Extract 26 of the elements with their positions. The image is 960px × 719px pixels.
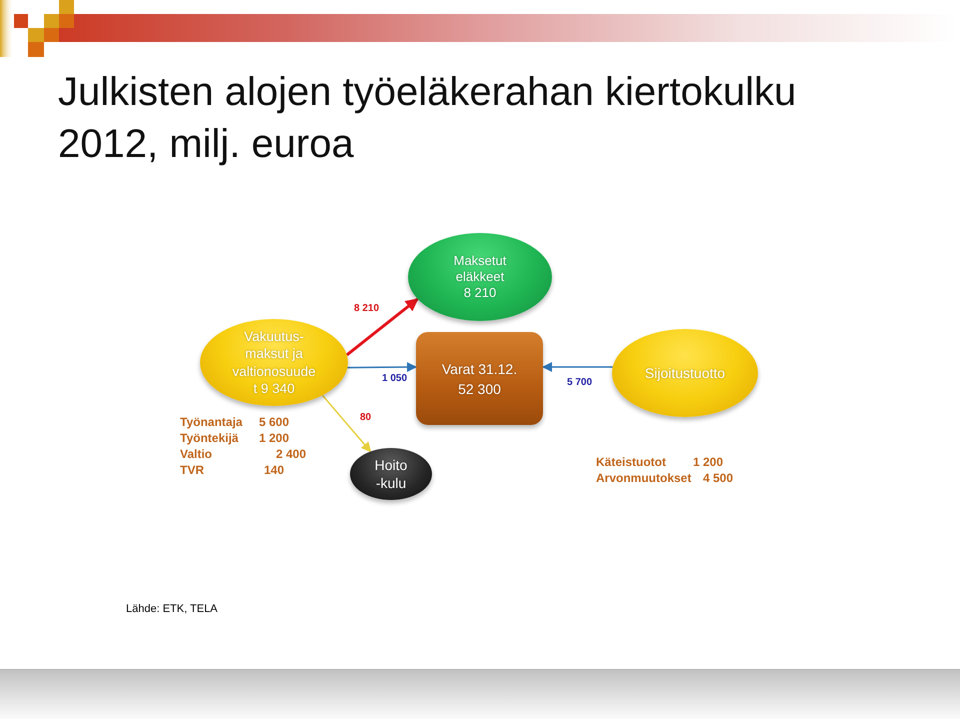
- node-label: Sijoitustuotto: [644, 364, 726, 382]
- category-label: Arvonmuutokset: [596, 471, 692, 486]
- node-label: Maksetut eläkkeet 8 210: [452, 253, 508, 301]
- node-label: Vakuutus- maksut ja valtionosuude t 9 340: [231, 328, 317, 398]
- amount-label: 2 400: [276, 447, 306, 462]
- slide-title: Julkisten alojen työeläkerahan kiertokulku 2012, milj. euroa: [58, 69, 798, 168]
- category-label: Työnantaja: [180, 415, 242, 430]
- amount-label: 1 200: [259, 431, 290, 446]
- ellipse-node: [350, 448, 432, 500]
- node-label: Varat 31.12.: [440, 360, 518, 378]
- source-note: Lähde: ETK, TELA: [126, 602, 218, 617]
- rounded-rect-node: [416, 332, 543, 425]
- category-label: Käteistuotot: [596, 455, 666, 470]
- amount-label: 4 500: [703, 471, 734, 486]
- category-label: Valtio: [180, 447, 212, 462]
- node-label: Hoito -kulu: [374, 456, 408, 492]
- node-label: 52 300: [457, 380, 502, 398]
- category-label: TVR: [180, 463, 204, 478]
- amount-label: 1 200: [693, 455, 724, 470]
- amount-label: 140: [264, 463, 284, 478]
- arrow: [322, 394, 372, 452]
- amount-label: 5 600: [259, 415, 290, 430]
- arrow: [348, 362, 417, 372]
- arrow: [346, 298, 419, 356]
- category-label: Työntekijä: [180, 431, 238, 446]
- arrow: [542, 362, 613, 372]
